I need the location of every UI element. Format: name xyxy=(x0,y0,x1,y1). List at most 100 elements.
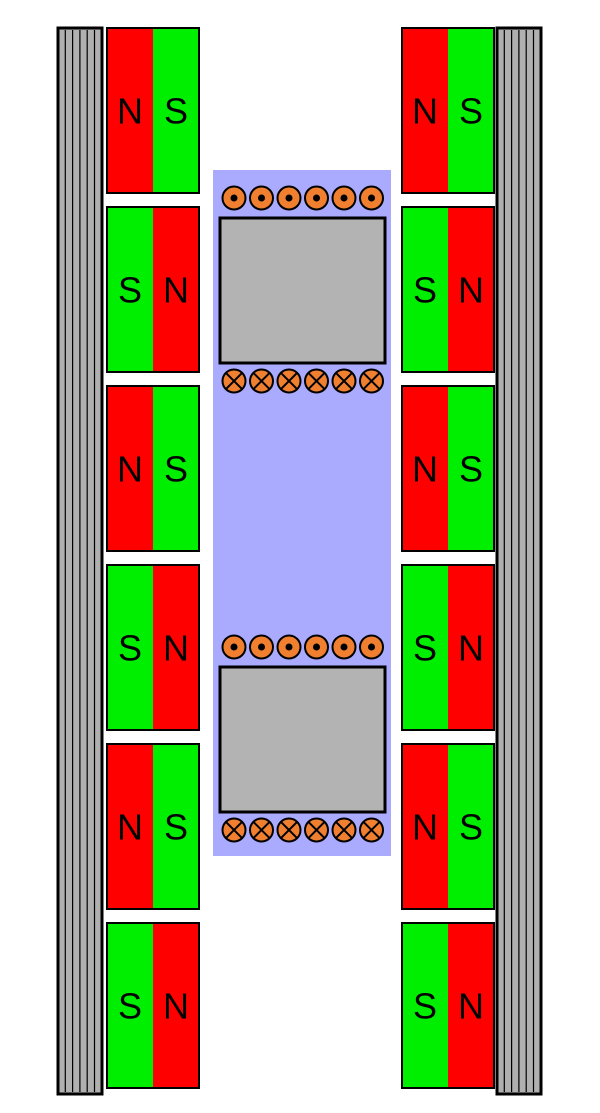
pole-label: S xyxy=(413,628,437,669)
coil xyxy=(218,185,387,394)
current-cross-icon xyxy=(280,821,298,839)
pole-label: S xyxy=(118,628,142,669)
current-dot-icon xyxy=(368,643,375,651)
magnet-outline xyxy=(106,385,200,552)
magnet-outline xyxy=(401,385,495,552)
north-pole-half xyxy=(402,386,448,551)
pole-label: S xyxy=(164,91,188,132)
pole-label: N xyxy=(458,986,484,1027)
magnet-outline xyxy=(401,27,495,194)
pole-label: S xyxy=(413,270,437,311)
south-pole-half xyxy=(153,28,199,193)
current-cross-icon xyxy=(362,821,381,839)
magnet-outline xyxy=(401,922,495,1089)
current-dot-icon xyxy=(258,643,265,651)
current-dot-icon xyxy=(340,194,348,202)
north-pole-half xyxy=(153,207,199,372)
pole-label: N xyxy=(458,270,484,311)
current-cross-icon xyxy=(225,372,243,390)
current-dot-icon xyxy=(313,194,320,202)
magnet-outline xyxy=(106,206,200,373)
left-back-iron xyxy=(56,26,104,1096)
current-cross-icon xyxy=(335,821,353,839)
pole-label: N xyxy=(163,270,189,311)
magnet-outline xyxy=(401,206,495,373)
pole-label: N xyxy=(412,91,438,132)
current-cross-icon xyxy=(307,821,326,839)
magnet-outline xyxy=(106,922,200,1089)
south-pole-half xyxy=(448,744,494,909)
current-cross-icon xyxy=(252,821,271,839)
north-pole-half xyxy=(107,386,153,551)
current-dot-icon xyxy=(285,194,293,202)
pole-label: S xyxy=(459,449,483,490)
south-pole-half xyxy=(153,744,199,909)
north-pole-half xyxy=(402,744,448,909)
north-pole-half xyxy=(448,207,494,372)
south-pole-half xyxy=(153,386,199,551)
pole-label: S xyxy=(118,986,142,1027)
pole-label: N xyxy=(412,449,438,490)
magnet-outline xyxy=(106,27,200,194)
pole-label: N xyxy=(458,628,484,669)
south-pole-half xyxy=(107,923,153,1088)
coil-group xyxy=(218,185,387,843)
north-pole-half xyxy=(107,28,153,193)
coil-core xyxy=(218,216,387,365)
pole-label: N xyxy=(117,807,143,848)
current-cross-icon xyxy=(362,372,381,390)
current-cross-icon xyxy=(335,372,353,390)
pole-label: S xyxy=(413,986,437,1027)
south-pole-half xyxy=(107,565,153,730)
pole-label: N xyxy=(412,807,438,848)
north-pole-half xyxy=(153,923,199,1088)
current-cross-icon xyxy=(252,372,271,390)
magnet-outline xyxy=(401,564,495,731)
current-dot-icon xyxy=(368,194,375,202)
north-pole-half xyxy=(153,565,199,730)
magnet-outline xyxy=(401,743,495,910)
current-dot-icon xyxy=(313,643,320,651)
north-pole-half xyxy=(107,744,153,909)
north-pole-half xyxy=(402,28,448,193)
south-pole-half xyxy=(402,923,448,1088)
current-dot-icon xyxy=(340,643,348,651)
coil-core xyxy=(218,665,387,814)
south-pole-half xyxy=(448,28,494,193)
north-pole-half xyxy=(448,923,494,1088)
current-dot-icon xyxy=(285,643,293,651)
current-dot-icon xyxy=(230,194,238,202)
pole-label: S xyxy=(164,449,188,490)
current-dot-icon xyxy=(258,194,265,202)
current-cross-icon xyxy=(225,821,243,839)
south-pole-half xyxy=(402,565,448,730)
current-dot-icon xyxy=(230,643,238,651)
pole-label: N xyxy=(163,986,189,1027)
coil xyxy=(218,634,387,843)
pole-label: S xyxy=(164,807,188,848)
current-cross-icon xyxy=(307,372,326,390)
magnet-outline xyxy=(106,564,200,731)
pole-label: S xyxy=(459,807,483,848)
magnet-outline xyxy=(106,743,200,910)
pole-label: N xyxy=(163,628,189,669)
pole-label: N xyxy=(117,91,143,132)
south-pole-half xyxy=(402,207,448,372)
north-pole-half xyxy=(448,565,494,730)
south-pole-half xyxy=(107,207,153,372)
